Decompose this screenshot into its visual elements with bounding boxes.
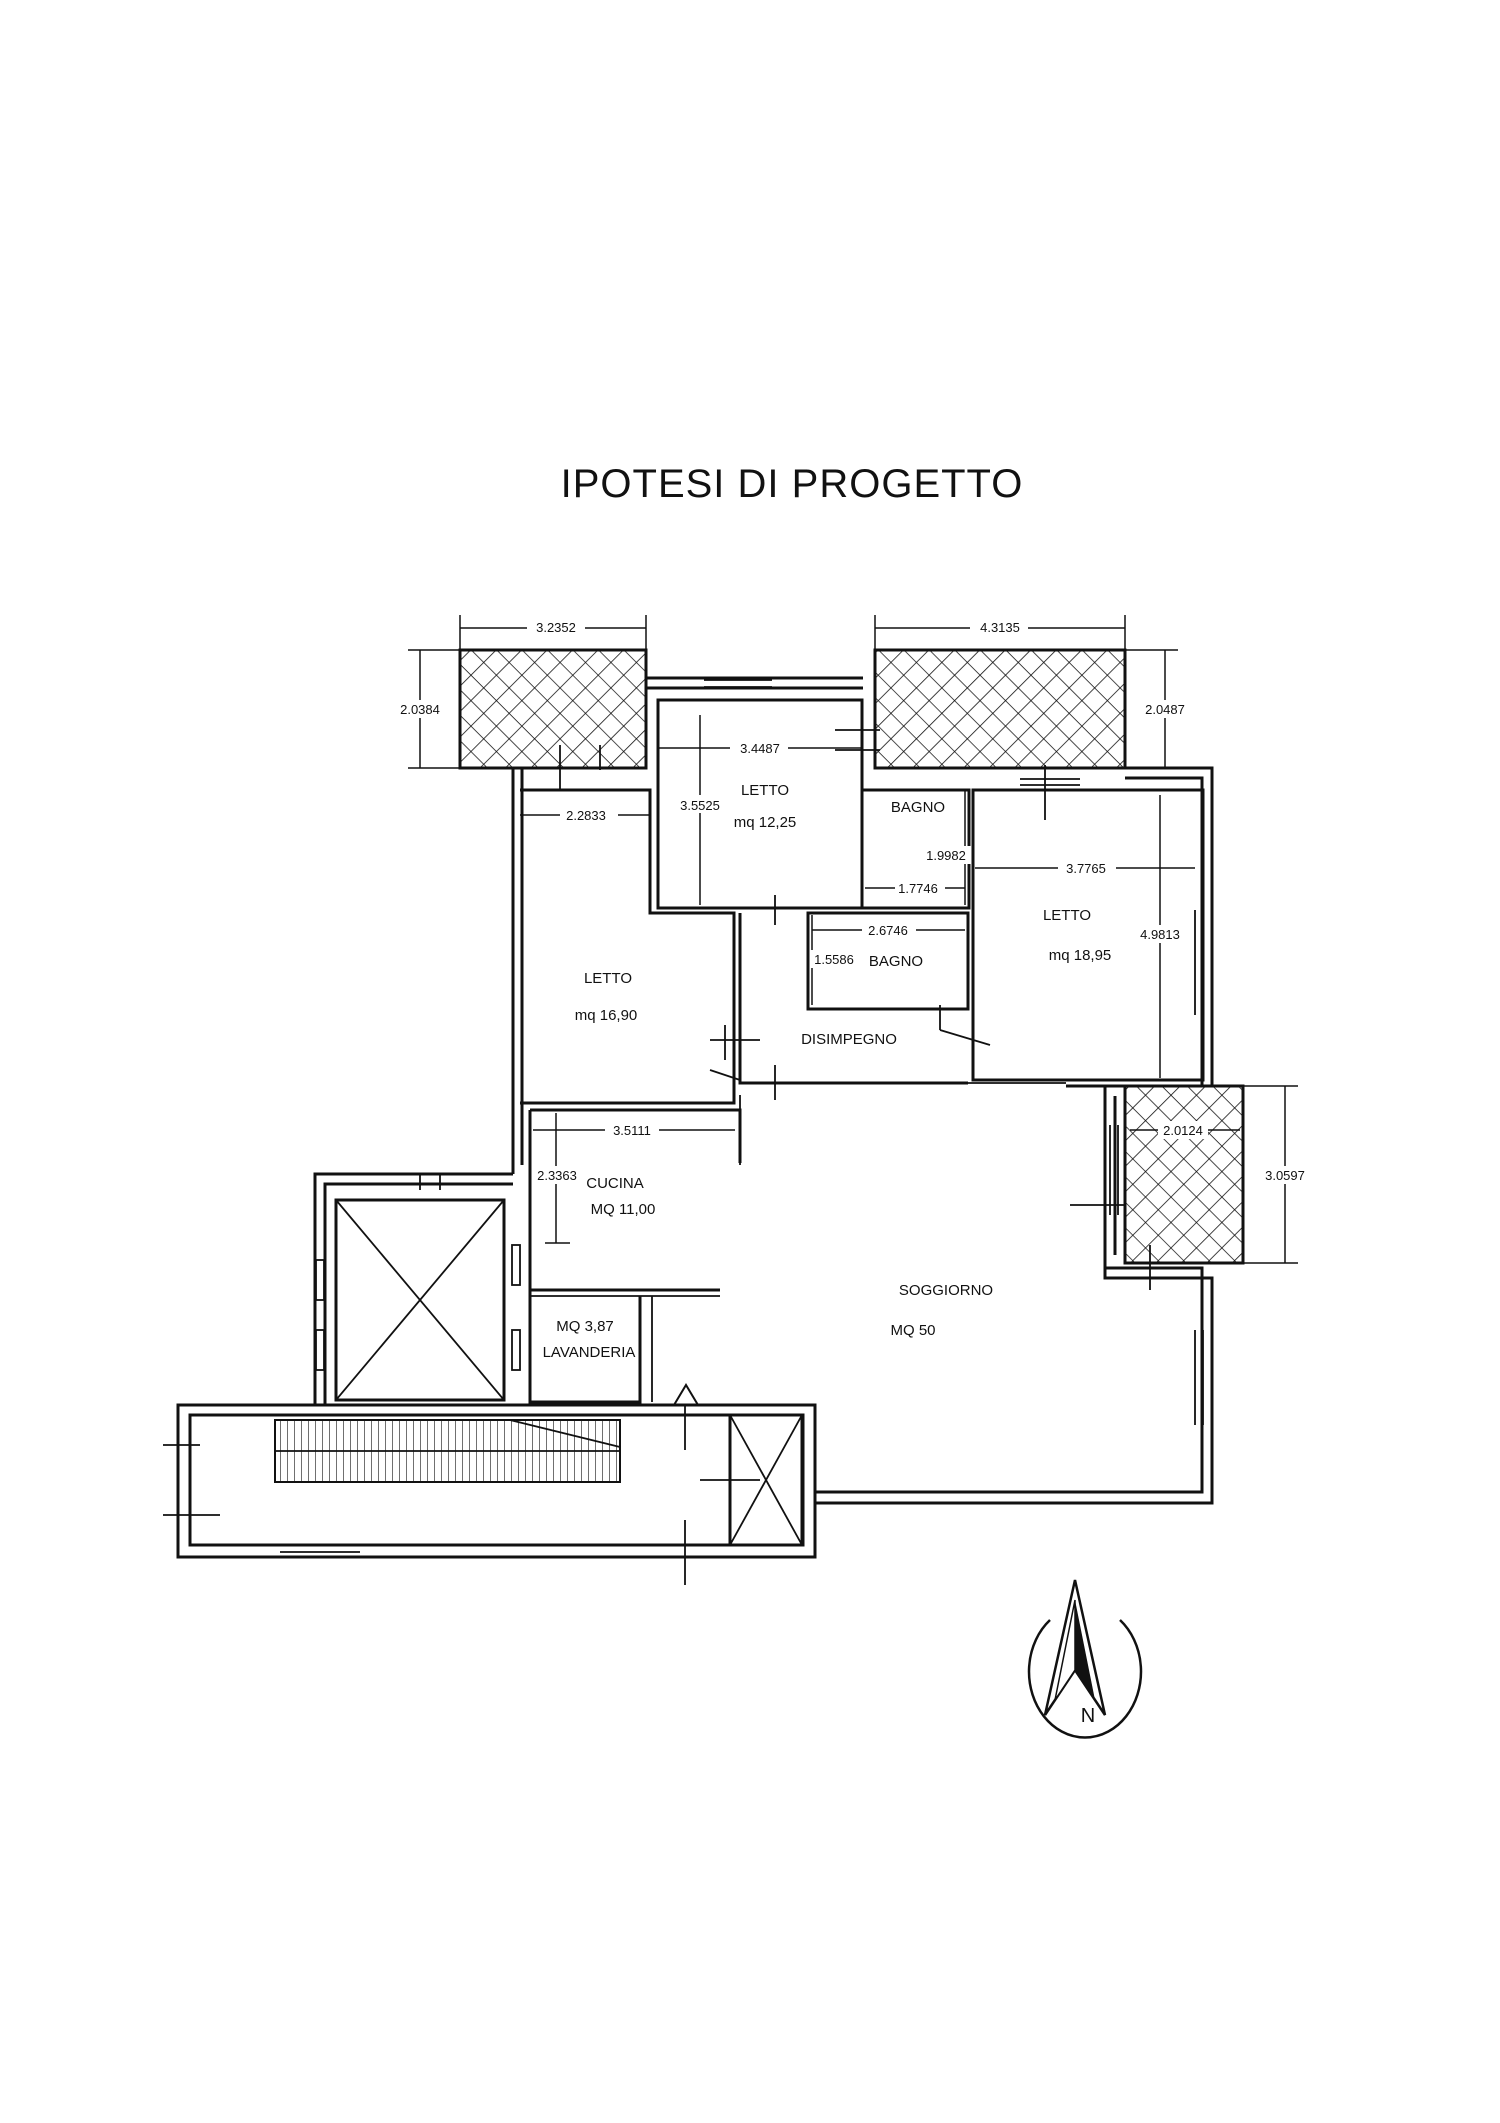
label-cucina: CUCINA [586, 1175, 644, 1192]
dim-terrace-east-height: 3.0597 [1265, 1168, 1305, 1183]
dim-letto-right-width: 3.7765 [1066, 861, 1106, 876]
label-soggiorno: SOGGIORNO [899, 1282, 993, 1299]
label-disimpegno: DISIMPEGNO [801, 1031, 897, 1048]
label-letto-left: LETTO [584, 970, 632, 987]
label-lavanderia: LAVANDERIA [543, 1344, 636, 1361]
dim-letto-right-height: 4.9813 [1140, 927, 1180, 942]
dim-bagno-1-width: 1.7746 [898, 881, 938, 896]
dim-bagno-2-width: 2.6746 [868, 923, 908, 938]
label-cucina-area: MQ 11,00 [591, 1201, 656, 1218]
label-bagno-1: BAGNO [891, 799, 945, 816]
dim-terrace-left-width: 3.2352 [536, 620, 576, 635]
label-bagno-2: BAGNO [869, 953, 923, 970]
letto-left-room [520, 788, 736, 1105]
dim-cucina-width: 3.5111 [613, 1123, 651, 1138]
disimpegno-area [738, 913, 1066, 1085]
dim-letto-top-height: 3.5525 [680, 798, 720, 813]
plan-title: IPOTESI DI PROGETTO [561, 462, 1024, 506]
north-arrow-icon: N [1027, 1579, 1143, 1739]
label-soggiorno-area: MQ 50 [890, 1322, 935, 1339]
dim-letto-left-width: 2.2833 [566, 808, 606, 823]
room-labels: LETTO mq 12,25 BAGNO LETTO mq 18,95 LETT… [543, 782, 1112, 1361]
letto-right-room [971, 778, 1205, 1082]
dim-terrace-right-height: 2.0487 [1145, 702, 1185, 717]
outer-walls [176, 676, 1214, 1559]
elevator-shaft [315, 1174, 521, 1402]
label-letto-top-area: mq 12,25 [734, 814, 797, 831]
dim-terrace-left-height: 2.0384 [400, 702, 440, 717]
entrance-arrow-icon [672, 1383, 700, 1406]
terrace-north-west [458, 648, 648, 770]
bagno-2-room [806, 911, 970, 1011]
dim-terrace-east-width: 2.0124 [1163, 1123, 1203, 1138]
north-label: N [1081, 1705, 1095, 1727]
dimension-labels: 3.2352 2.0384 4.3135 2.0487 3.4487 3.552… [393, 618, 1312, 1184]
dim-cucina-height: 2.3363 [537, 1168, 577, 1183]
label-letto-left-area: mq 16,90 [575, 1007, 638, 1024]
door-marks [163, 729, 1204, 1585]
dim-bagno-2-height: 1.5586 [814, 952, 854, 967]
lavanderia-room [528, 1296, 653, 1404]
dim-bagno-1-height: 1.9982 [926, 848, 966, 863]
terrace-east [1123, 1084, 1245, 1265]
dim-terrace-right-width: 4.3135 [980, 620, 1020, 635]
label-letto-top: LETTO [741, 782, 789, 799]
label-lavanderia-area: MQ 3,87 [556, 1318, 614, 1335]
label-letto-right-area: mq 18,95 [1049, 947, 1112, 964]
dim-letto-top-width: 3.4487 [740, 741, 780, 756]
terrace-north-east [873, 648, 1127, 770]
staircase [274, 1419, 621, 1558]
label-letto-right: LETTO [1043, 907, 1091, 924]
